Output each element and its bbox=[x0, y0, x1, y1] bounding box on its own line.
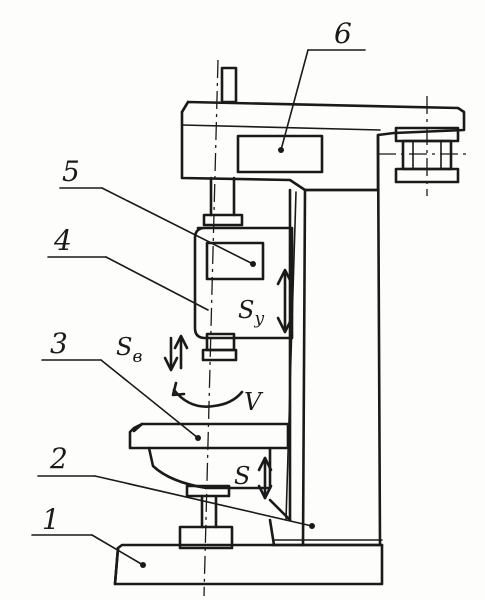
rotation-symbol: V bbox=[244, 388, 264, 416]
label-2: 2 bbox=[49, 442, 68, 475]
feed-arrows bbox=[163, 268, 294, 500]
motor-part bbox=[205, 241, 265, 281]
leader-lines bbox=[31, 49, 366, 566]
column-part bbox=[268, 133, 382, 547]
label-6: 6 bbox=[334, 17, 352, 50]
label-5: 5 bbox=[62, 155, 80, 188]
motion-symbols: Sв Sy S V bbox=[116, 296, 264, 490]
spindle-feed-symbol: Sв bbox=[116, 333, 142, 367]
base-part bbox=[113, 525, 384, 586]
table-feed-symbol: S bbox=[234, 462, 250, 490]
vertical-feed-symbol: Sy bbox=[238, 296, 264, 329]
main-axis-line bbox=[203, 59, 219, 597]
part-labels: 6 5 4 3 2 1 bbox=[42, 17, 352, 536]
table-part bbox=[128, 422, 292, 529]
spindle-head-part bbox=[193, 66, 294, 362]
top-housing-part bbox=[180, 96, 470, 196]
label-3: 3 bbox=[50, 327, 68, 360]
label-1: 1 bbox=[42, 503, 60, 536]
label-4: 4 bbox=[53, 224, 72, 257]
